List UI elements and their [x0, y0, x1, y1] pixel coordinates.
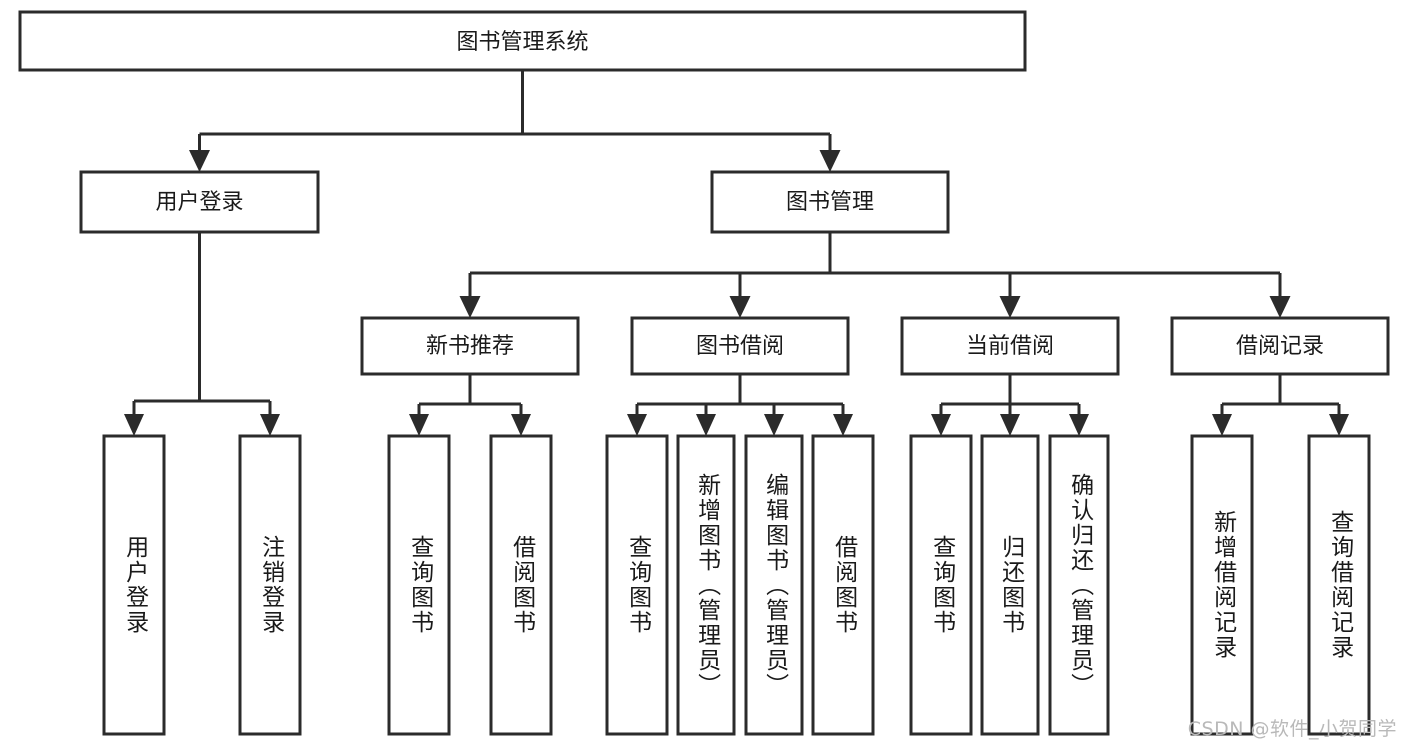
node-leaf-logout-box[interactable]: [238, 434, 302, 736]
arrowhead-book-borrow: [729, 296, 751, 318]
node-borrow-record-box[interactable]: [1170, 316, 1390, 376]
node-book-borrow-label: 图书借阅: [696, 334, 784, 359]
node-leaf-query-book-2-box[interactable]: [605, 434, 669, 736]
arrowhead-user-login: [189, 150, 210, 172]
node-leaf-borrow-book-2-box[interactable]: [811, 434, 875, 736]
arrowhead-leaf-add-record: [1212, 414, 1232, 436]
node-leaf-confirm-return-box[interactable]: [1048, 434, 1110, 736]
node-current-borrow-box[interactable]: [900, 316, 1120, 376]
arrowhead-layer: [124, 150, 1349, 436]
node-leaf-query-book-1-box[interactable]: [387, 434, 451, 736]
node-book-manage-label: 图书管理: [786, 190, 874, 215]
node-leaf-add-record-box[interactable]: [1190, 434, 1254, 736]
arrowhead-leaf-query-book-1: [409, 414, 429, 436]
arrowhead-leaf-query-book-2: [627, 414, 647, 436]
node-leaf-user-login-box[interactable]: [102, 434, 166, 736]
arrowhead-leaf-confirm-return: [1069, 414, 1089, 436]
node-current-borrow-label: 当前借阅: [966, 334, 1054, 359]
node-root-box[interactable]: [18, 10, 1027, 72]
node-user-login-label: 用户登录: [155, 190, 243, 215]
arrowhead-leaf-user-login: [124, 414, 144, 436]
node-new-book-recommend-box[interactable]: [360, 316, 580, 376]
arrowhead-borrow-record: [1269, 296, 1291, 318]
arrowhead-leaf-add-book: [696, 414, 716, 436]
arrowhead-current-borrow: [999, 296, 1021, 318]
node-leaf-query-book-3-box[interactable]: [909, 434, 973, 736]
node-root-label: 图书管理系统: [456, 30, 588, 55]
arrowhead-leaf-return-book: [1000, 414, 1020, 436]
node-leaf-borrow-book-1-box[interactable]: [489, 434, 553, 736]
arrowhead-book-manage: [819, 150, 841, 172]
node-borrow-record-label: 借阅记录: [1236, 334, 1324, 359]
node-new-book-recommend-label: 新书推荐: [426, 334, 514, 359]
csdn-watermark: CSDN @软件_小贺同学: [1187, 718, 1397, 740]
arrowhead-leaf-logout: [260, 414, 280, 436]
arrowhead-leaf-borrow-book-2: [833, 414, 853, 436]
node-user-login-box[interactable]: [79, 170, 320, 234]
node-box-layer: 图书管理系统 用户登录 图书管理 新书推荐 图书借阅 当前借阅 借阅记录: [18, 10, 1390, 736]
node-leaf-add-book-box[interactable]: [676, 434, 736, 736]
arrowhead-leaf-edit-book: [764, 414, 784, 436]
arrowhead-leaf-query-record: [1329, 414, 1349, 436]
arrowhead-new-book-recommend: [459, 296, 481, 318]
node-book-manage-box[interactable]: [710, 170, 950, 234]
node-leaf-edit-book-box[interactable]: [744, 434, 804, 736]
arrowhead-leaf-query-book-3: [931, 414, 951, 436]
arrowhead-leaf-borrow-book-1: [511, 414, 531, 436]
node-leaf-query-record-box[interactable]: [1307, 434, 1371, 736]
node-book-borrow-box[interactable]: [630, 316, 850, 376]
node-leaf-return-book-box[interactable]: [980, 434, 1040, 736]
